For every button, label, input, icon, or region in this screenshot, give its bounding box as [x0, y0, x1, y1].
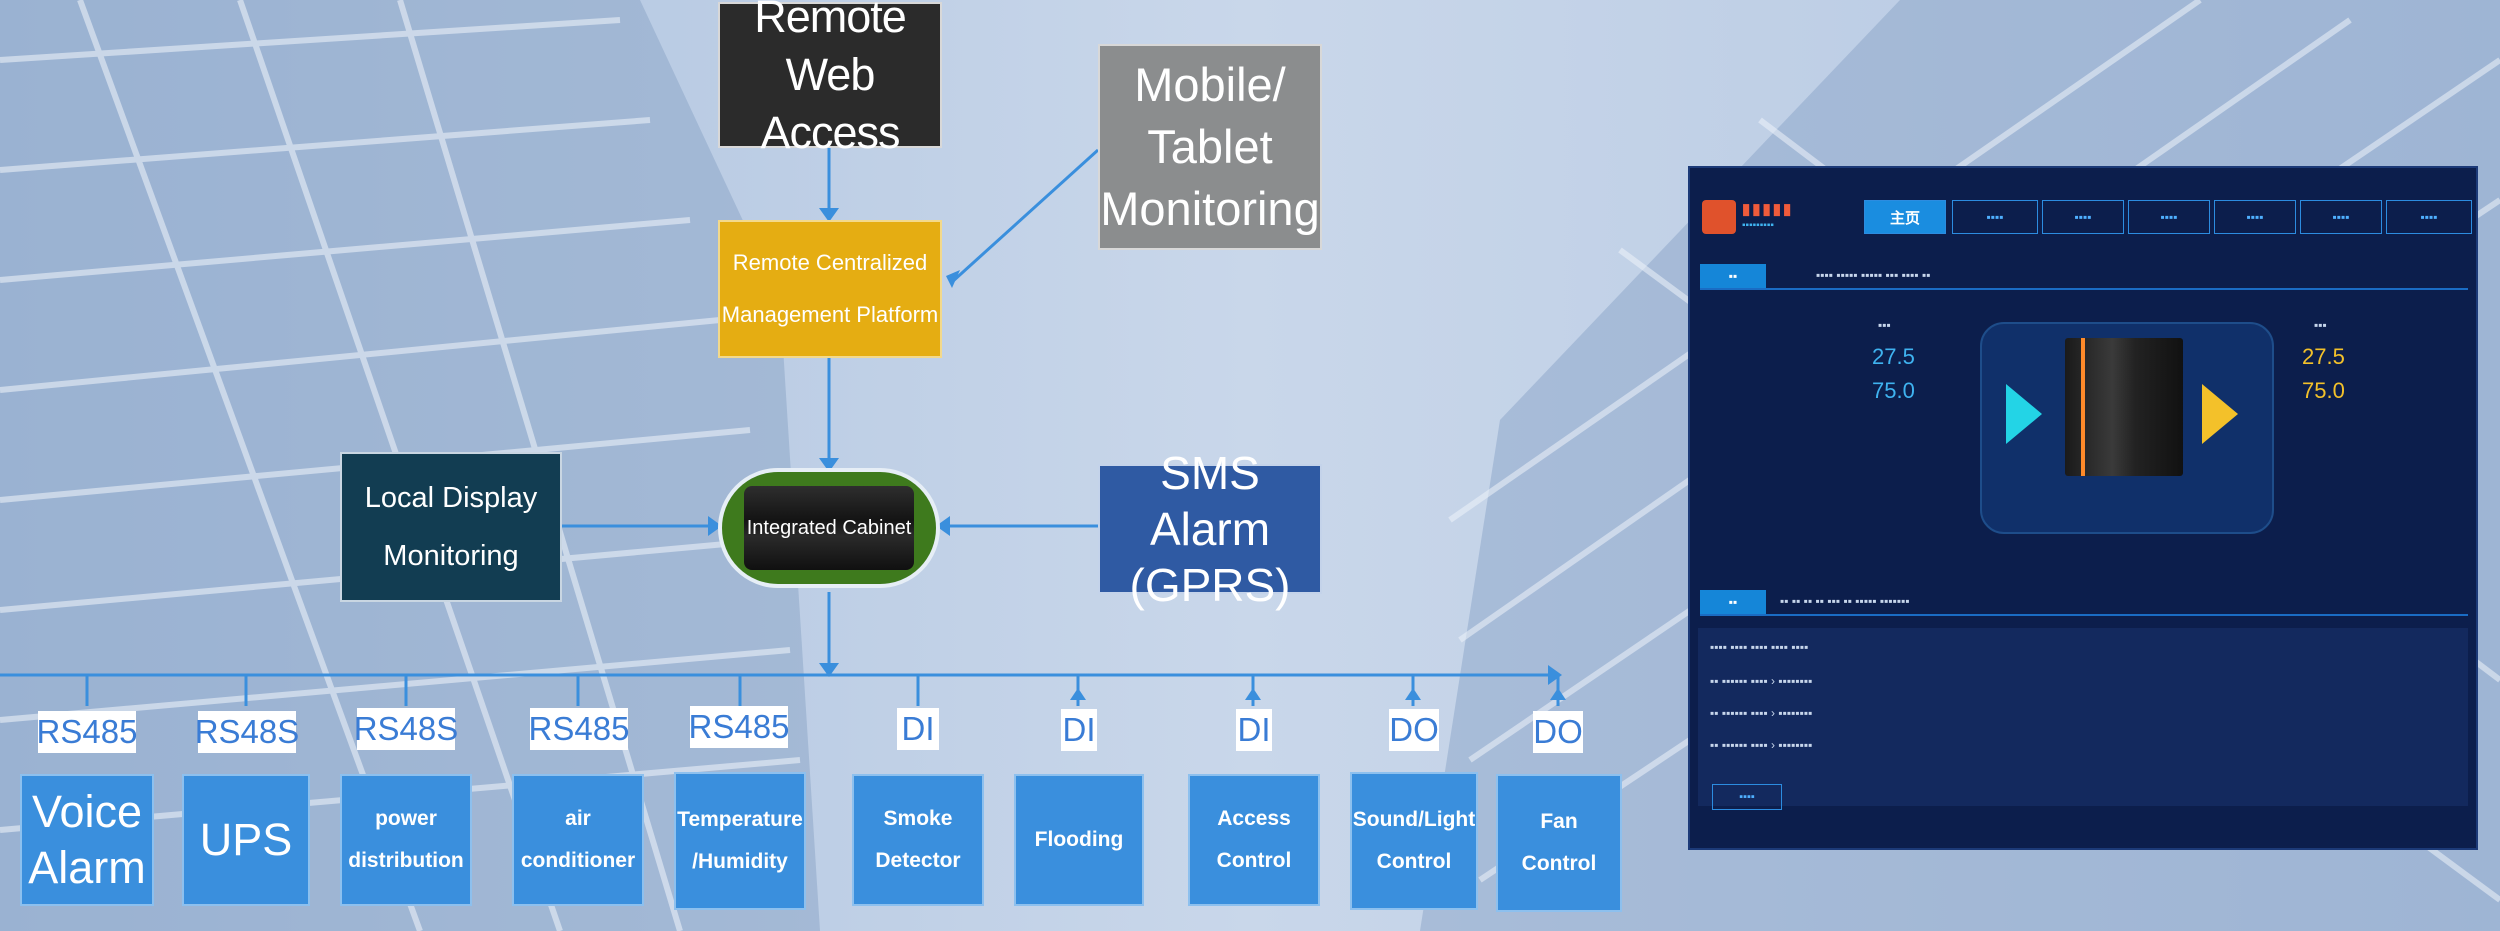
dashboard-nav-tab: ▪▪▪▪	[1952, 200, 2038, 234]
right-temperature-value: 27.5	[2302, 344, 2345, 369]
remote-management-platform-node: Remote Centralized Management Platform	[718, 220, 942, 358]
mobile-tablet-monitoring-node: Mobile/ Tablet Monitoring	[1098, 44, 1322, 250]
dashboard-brand: ▮▮▮▮▮	[1742, 201, 1794, 218]
hot-air-arrow-icon	[2202, 384, 2238, 444]
dashboard-nav-home: 主页	[1864, 200, 1946, 234]
voice-alarm-box: Voice Alarm	[20, 774, 154, 906]
dashboard-nav-tab: ▪▪▪▪	[2042, 200, 2124, 234]
dashboard-alarm-text: ▪▪ ▪▪ ▪▪ ▪▪ ▪▪▪ ▪▪ ▪▪▪▪▪ ▪▪▪▪▪▪▪	[1780, 594, 1910, 608]
dashboard-brand-sub: ▪▪▪▪▪▪▪▪▪	[1742, 220, 1774, 231]
protocol-label: RS48S	[354, 708, 458, 750]
server-rack-image	[2065, 338, 2183, 476]
integrated-cabinet-node: Integrated Cabinet	[718, 468, 940, 588]
table-header: ▪▪▪▪ ▪▪▪▪ ▪▪▪▪ ▪▪▪▪ ▪▪▪▪	[1710, 640, 1809, 654]
protocol-label: RS485	[689, 706, 789, 748]
cabinet-label: Integrated Cabinet	[746, 516, 912, 539]
table-row: ▪▪ ▪▪▪▪▪▪ ▪▪▪▪ › ▪▪▪▪▪▪▪▪	[1710, 674, 1813, 688]
dashboard-divider	[1700, 288, 2468, 290]
protocol-label: DI	[1061, 709, 1097, 751]
right-humidity-value: 75.0	[2302, 378, 2345, 403]
table-row: ▪▪ ▪▪▪▪▪▪ ▪▪▪▪ › ▪▪▪▪▪▪▪▪	[1710, 738, 1813, 752]
protocol-label: RS48S	[195, 711, 299, 753]
dashboard-nav-tab: ▪▪▪▪	[2128, 200, 2210, 234]
table-row: ▪▪ ▪▪▪▪▪▪ ▪▪▪▪ › ▪▪▪▪▪▪▪▪	[1710, 706, 1813, 720]
fan-control-box: Fan Control	[1496, 774, 1622, 912]
cabinet-image	[744, 486, 914, 570]
dashboard-divider	[1700, 614, 2468, 616]
dashboard-more-button: ▪▪▪▪	[1712, 784, 1782, 810]
dashboard-logo-icon	[1702, 200, 1736, 234]
dashboard-nav-tab: ▪▪▪▪	[2300, 200, 2382, 234]
left-sensor-title: ▪▪▪	[1878, 318, 1891, 332]
right-sensor-title: ▪▪▪	[2314, 318, 2327, 332]
air-conditioner-box: air conditioner	[512, 774, 644, 906]
sms-alarm-node: SMS Alarm (GPRS)	[1098, 447, 1322, 611]
monitoring-dashboard-screenshot: ▮▮▮▮▮ ▪▪▪▪▪▪▪▪▪ 主页 ▪▪▪▪ ▪▪▪▪ ▪▪▪▪ ▪▪▪▪ ▪…	[1688, 166, 2478, 850]
dashboard-nav-tab: ▪▪▪▪	[2214, 200, 2296, 234]
cold-air-arrow-icon	[2006, 384, 2042, 444]
ups-box: UPS	[182, 774, 310, 906]
flooding-box: Flooding	[1014, 774, 1144, 906]
temperature-humidity-box: Temperature /Humidity	[674, 772, 806, 910]
dashboard-alarm-pill: ▪▪	[1700, 590, 1766, 614]
access-control-box: Access Control	[1188, 774, 1320, 906]
sound-light-control-box: Sound/Light Control	[1350, 772, 1478, 910]
dashboard-section-pill: ▪▪	[1700, 264, 1766, 288]
remote-web-access-node: Remote Web Access	[718, 0, 942, 158]
protocol-label: DI	[1236, 709, 1272, 751]
local-display-monitoring-node: Local Display Monitoring	[340, 452, 562, 602]
dashboard-nav-tab: ▪▪▪▪	[2386, 200, 2472, 234]
protocol-label: DO	[1533, 711, 1583, 753]
power-distribution-box: power distribution	[340, 774, 472, 906]
protocol-label: DO	[1389, 709, 1439, 751]
smoke-detector-box: Smoke Detector	[852, 774, 984, 906]
protocol-label: DI	[897, 708, 939, 750]
protocol-label: RS485	[529, 708, 629, 750]
left-humidity-value: 75.0	[1872, 378, 1915, 403]
dashboard-table: ▪▪▪▪ ▪▪▪▪ ▪▪▪▪ ▪▪▪▪ ▪▪▪▪ ▪▪ ▪▪▪▪▪▪ ▪▪▪▪ …	[1698, 628, 2468, 806]
dashboard-info-text: ▪▪▪▪ ▪▪▪▪▪ ▪▪▪▪▪ ▪▪▪ ▪▪▪▪ ▪▪	[1816, 268, 1931, 282]
protocol-label: RS485	[37, 711, 137, 753]
left-temperature-value: 27.5	[1872, 344, 1915, 369]
